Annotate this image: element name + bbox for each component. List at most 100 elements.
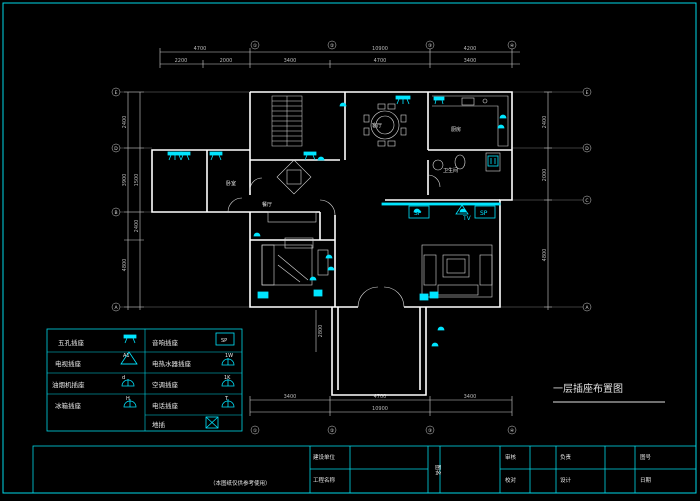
title-block-reviewer: 审核 (505, 453, 517, 461)
legend-code-d: d (122, 375, 125, 381)
title-block-note: （本图纸仅供参考使用） (210, 479, 271, 487)
title-block-date: 日期 (640, 477, 652, 484)
tv-socket-icon (455, 204, 469, 215)
axis-bottom-3: ③ (428, 428, 432, 434)
speaker-socket-icon (215, 332, 235, 346)
ac-socket-icon (303, 151, 317, 161)
dim-left-4: 2400 (134, 220, 140, 233)
drawing-title: 一层插座布置图 (553, 382, 623, 395)
speaker-code-right: SP (480, 210, 488, 217)
dim-left-1: 2400 (122, 116, 128, 129)
room-label-dining: 餐厅 (262, 201, 272, 208)
axis-left-b: B (114, 210, 117, 216)
fridge-socket-icon (123, 399, 137, 408)
speaker-code-left: SP (414, 210, 422, 217)
room-label-kitchen: 厨房 (451, 126, 461, 133)
title-block-texts: （本图纸仅供参考使用） 建设单位 工程名称 图名 审核 校对 负责 设计 图号 … (210, 453, 652, 487)
floor-socket-icon (257, 289, 439, 301)
legend-label-1: 音响插座 (152, 338, 179, 347)
title-block-drawing-name: 图名 (434, 464, 442, 475)
sheet-border (2, 2, 697, 494)
floor-socket-icon (205, 416, 219, 429)
axis-top-2: ② (330, 43, 334, 49)
hood-socket-icon (121, 379, 135, 387)
axis-top-4: ④ (510, 43, 514, 49)
staircase (271, 95, 303, 147)
dim-top-outer-3: 4200 (464, 46, 477, 52)
speaker-tv-panel: SP TV SP (408, 205, 496, 222)
dim-bottom-1: 3400 (284, 394, 297, 400)
title-block-designer: 设计 (560, 476, 572, 484)
legend-label-7: 电话插座 (152, 401, 179, 410)
axis-right-a: A (585, 305, 589, 311)
dim-right-2: 2000 (542, 169, 548, 182)
room-label-bath: 卫生间 (443, 167, 458, 174)
legend-code-t: T (224, 396, 229, 402)
room-labels: 客厅 厨房 卧室 餐厅 卫生间 (226, 122, 461, 208)
dim-top-inner-4: 4700 (374, 58, 387, 64)
ac-socket-icon (209, 151, 223, 161)
legend-label-0: 五孔插座 (58, 338, 85, 347)
dim-bottom-total: 10900 (372, 406, 388, 412)
title-block-sheet-no: 图号 (640, 453, 652, 461)
axis-bottom-2: ② (330, 428, 334, 434)
legend-code-h: H (126, 396, 130, 402)
axis-right-e: E (586, 90, 589, 96)
title-block-project-name: 工程名称 (313, 476, 336, 484)
furniture (261, 95, 509, 298)
dim-right-3: 4800 (542, 249, 548, 262)
legend-code-1k: 1K (224, 375, 231, 381)
title-block-lead: 负责 (560, 453, 572, 461)
legend-label-4: 油烟机插座 (52, 380, 85, 389)
dim-bottom-3: 3400 (464, 394, 477, 400)
dim-top-inner-1: 2200 (175, 58, 188, 64)
water-heater-socket-icon (221, 358, 235, 366)
title-block (32, 445, 697, 494)
socket-symbols (167, 95, 507, 347)
axis-bottom-4: ④ (510, 428, 514, 434)
fridge-socket-icon (487, 155, 499, 167)
dim-left-5: 4800 (122, 259, 128, 272)
room-label-living: 客厅 (372, 122, 382, 129)
legend-label-8: 地插 (152, 420, 166, 429)
phone-socket-icon (221, 399, 235, 408)
walls (151, 91, 513, 396)
axis-left-d: D (114, 146, 118, 152)
room-label-bedroom: 卧室 (226, 180, 236, 187)
ac-socket-icon (179, 151, 191, 161)
dim-top-inner-5: 3400 (464, 58, 477, 64)
ac-socket-icon (433, 96, 445, 105)
dim-right-1: 2400 (542, 116, 548, 129)
tv-code: TV (462, 215, 472, 222)
axis-right-d: D (585, 146, 589, 152)
dim-top-outer-1: 4700 (194, 46, 207, 52)
axis-top-1: ① (253, 43, 257, 49)
ac-socket-icon (395, 95, 411, 105)
title-block-checker: 校对 (505, 476, 517, 484)
dim-left-2: 1500 (134, 174, 140, 187)
speaker-box-right (474, 205, 496, 219)
dim-left-3: 3900 (122, 174, 128, 187)
legend-label-5: 空调插座 (152, 380, 179, 389)
legend-code-1w: 1W (225, 353, 233, 359)
dim-bottom-2: 4700 (374, 394, 387, 400)
dim-top-inner-3: 3400 (284, 58, 297, 64)
legend-label-3: 电热水器插座 (152, 359, 192, 368)
ac-socket-icon (221, 379, 235, 387)
legend-label-6: 冰箱插座 (55, 401, 82, 410)
five-hole-socket-icon (253, 102, 507, 347)
legend-code-a1: A1 (123, 353, 130, 359)
axis-right-c: C (585, 198, 588, 204)
axis-bottom-1: ① (253, 428, 257, 434)
door-swings (227, 174, 441, 308)
dim-top-outer-2: 10900 (372, 46, 388, 52)
speaker-box-left (408, 205, 430, 219)
axis-top-3: ③ (428, 43, 432, 49)
axis-left-a: A (114, 305, 118, 311)
dim-porch: 2800 (318, 325, 324, 338)
tv-socket-icon (120, 351, 138, 365)
dimension-texts: 4700 10900 4200 2200 2000 3400 4700 3400… (122, 46, 548, 412)
dim-top-inner-2: 2000 (220, 58, 233, 64)
